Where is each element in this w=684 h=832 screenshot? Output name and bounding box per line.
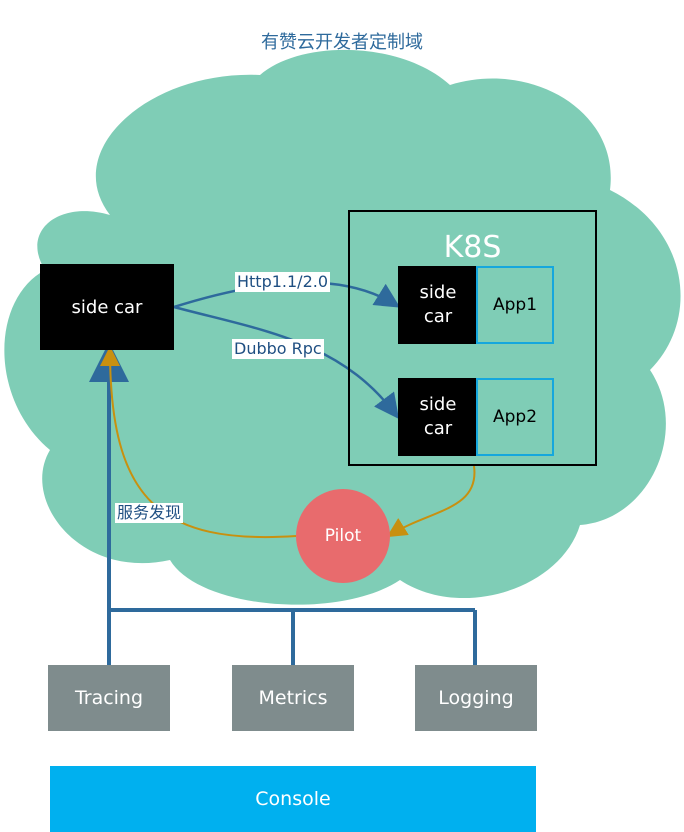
label-dubbo: Dubbo Rpc	[232, 339, 324, 359]
pod1-app: App1	[476, 266, 554, 344]
arrow-k8s-to-pilot	[386, 465, 476, 538]
metrics-box: Metrics	[232, 665, 354, 731]
pod1-sidecar: side car	[398, 266, 478, 344]
bus-lines	[89, 342, 477, 665]
k8s-title: K8S	[443, 230, 502, 265]
label-http: Http1.1/2.0	[235, 272, 331, 292]
label-discovery: 服务发现	[115, 503, 184, 523]
k8s-cluster: K8S	[348, 210, 597, 466]
arrow-discovery	[100, 346, 297, 538]
tracing-box: Tracing	[48, 665, 170, 731]
pilot-node: Pilot	[296, 489, 390, 583]
console-box: Console	[50, 766, 536, 832]
pod2-sidecar: side car	[398, 378, 478, 456]
sidecar-main: side car	[40, 264, 174, 350]
logging-box: Logging	[415, 665, 537, 731]
pod2-app: App2	[476, 378, 554, 456]
diagram-title: 有赞云开发者定制域	[261, 32, 423, 53]
